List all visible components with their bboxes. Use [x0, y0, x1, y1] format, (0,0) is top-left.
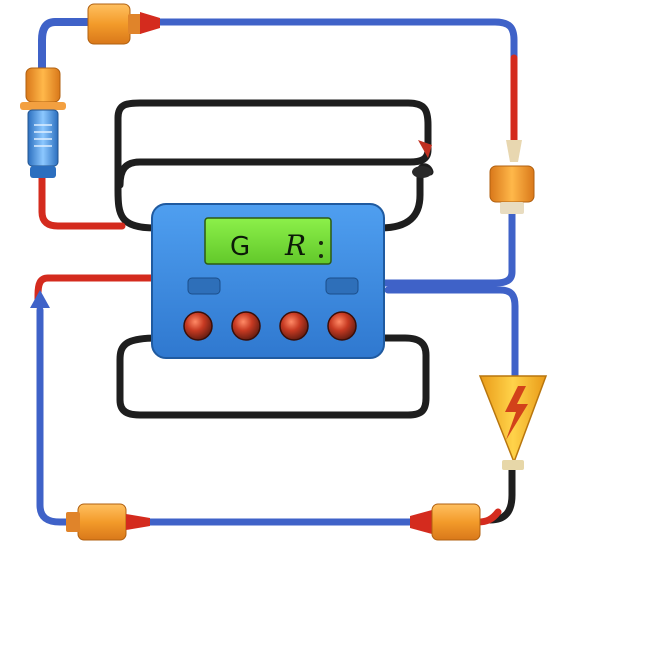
pipe-connector-icon: [87, 3, 160, 45]
pipe-connector-bottom-left: [66, 503, 150, 541]
control-device: G R: [151, 203, 385, 359]
device-button-4[interactable]: [327, 311, 357, 341]
tube-filter-icon: [20, 67, 66, 178]
tube-top-left: [38, 18, 126, 230]
tube-bottom-right: [474, 466, 516, 526]
status-slot-right: [325, 277, 359, 295]
lightning-warning-icon: [478, 375, 548, 470]
tube-right-upper: [378, 206, 516, 287]
pipe-connector-bottom-right: [410, 503, 481, 541]
lcd-left-char: G: [230, 232, 250, 262]
device-button-2[interactable]: [231, 311, 261, 341]
black-cable-bottom: [116, 334, 430, 419]
tube-left: [30, 274, 159, 526]
black-cable-clip: [412, 140, 432, 178]
tube-top-run: [151, 18, 518, 146]
pipe-connector-right: [489, 140, 535, 214]
lcd-right-char: R: [284, 229, 306, 262]
device-button-3[interactable]: [279, 311, 309, 341]
tube-right-lower: [384, 286, 519, 382]
lcd-display: [204, 217, 332, 265]
status-slot-left: [187, 277, 221, 295]
device-button-1[interactable]: [183, 311, 213, 341]
